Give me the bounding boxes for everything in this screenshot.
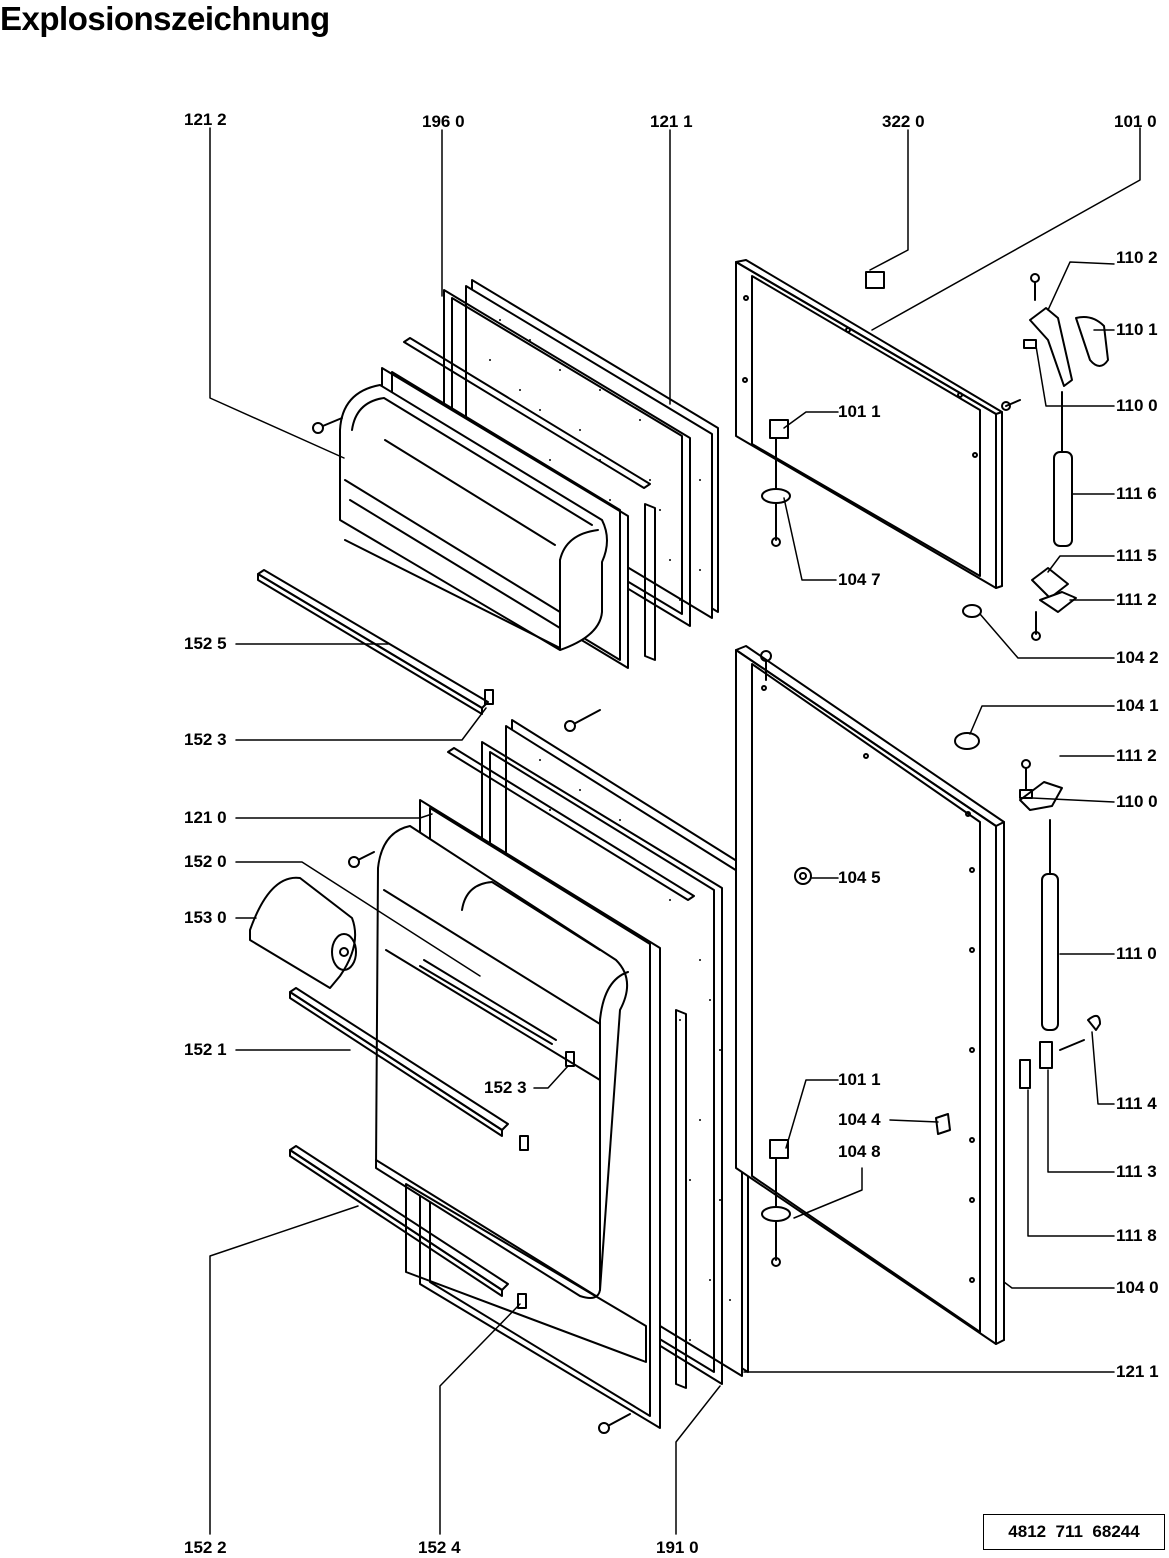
rating-label-plate (865, 271, 885, 289)
upper-door-stop (962, 604, 982, 618)
label-104-8: 104 8 (838, 1142, 881, 1161)
upper-top-shelf-bar (403, 337, 651, 489)
lower-door-shelf-box (375, 825, 629, 1299)
upper-door-shelf-box (339, 384, 608, 651)
upper-outer-door-frame (735, 259, 1003, 589)
label-322-0: 322 0 (882, 112, 925, 131)
label-111-5: 111 5 (1116, 546, 1157, 565)
rail-clip-upper (484, 689, 494, 705)
lower-liner-screw-bottom (598, 1413, 631, 1434)
label-111-8: 111 8 (1116, 1226, 1157, 1245)
rail-clip-bottom (517, 1293, 527, 1309)
lower-liner-screw-left (348, 851, 375, 868)
label-152-3-mid: 152 3 (484, 1078, 527, 1097)
butter-compartment (249, 876, 357, 989)
label-101-0: 101 0 (1114, 112, 1157, 131)
label-121-2-top: 121 2 (184, 110, 227, 129)
label-191-0: 191 0 (656, 1538, 699, 1557)
middle-hinge-assembly (1019, 759, 1063, 1031)
document-number: 4812 711 68244 (1008, 1522, 1140, 1541)
lower-bottom-bin (405, 1183, 647, 1363)
label-152-3-left: 152 3 (184, 730, 227, 749)
label-104-1: 104 1 (1116, 696, 1159, 715)
label-104-5: 104 5 (838, 868, 881, 887)
label-152-1: 152 1 (184, 1040, 227, 1059)
label-111-3: 111 3 (1116, 1162, 1157, 1181)
label-101-1-bottom: 101 1 (838, 1070, 881, 1089)
label-121-1-top: 121 1 (650, 112, 693, 131)
label-110-1: 110 1 (1116, 320, 1158, 339)
label-196-0: 196 0 (422, 112, 465, 131)
label-121-1-bottom: 121 1 (1116, 1362, 1159, 1381)
upper-liner-screw-left (312, 417, 343, 434)
document-number-box: 4812 711 68244 (983, 1514, 1165, 1550)
handle-bracket (935, 1113, 951, 1135)
leader-lines (209, 127, 1141, 1535)
label-153-0: 153 0 (184, 908, 227, 927)
lower-top-shelf-bar (447, 747, 695, 901)
lower-door-top-screw (760, 650, 772, 681)
label-104-0: 104 0 (1116, 1278, 1159, 1297)
label-104-7: 104 7 (838, 570, 881, 589)
page-title: Explosionszeichnung (0, 0, 330, 37)
upper-liner-screw-bottom (564, 709, 601, 732)
upper-hinge-assembly (1001, 273, 1109, 641)
rail-clip-middle (565, 1051, 575, 1067)
label-111-2-mid: 111 2 (1116, 746, 1157, 765)
label-152-5: 152 5 (184, 634, 227, 653)
label-104-4: 104 4 (838, 1110, 881, 1129)
lower-frame-hinge-bracket (761, 1139, 791, 1267)
label-110-2: 110 2 (1116, 248, 1158, 267)
upper-insulation-panel (465, 279, 719, 619)
upper-door-rail (257, 569, 489, 709)
top-plug (954, 732, 980, 750)
label-111-0: 111 0 (1116, 944, 1157, 963)
upper-side-strip (644, 503, 656, 661)
label-104-2: 104 2 (1116, 648, 1159, 667)
label-110-0-top: 110 0 (1116, 396, 1158, 415)
label-111-2-top: 111 2 (1116, 590, 1157, 609)
label-101-1-top: 101 1 (838, 402, 881, 421)
upper-frame-hinge-bracket (761, 419, 791, 547)
lower-side-strip (675, 1009, 687, 1389)
lower-hinge-assembly (1019, 1014, 1101, 1089)
label-152-2: 152 2 (184, 1538, 227, 1557)
label-111-6: 111 6 (1116, 484, 1157, 503)
label-121-0: 121 0 (184, 808, 227, 827)
lower-outer-door-frame (735, 645, 1005, 1345)
handle-plug (794, 867, 812, 885)
label-110-0-mid: 110 0 (1116, 792, 1158, 811)
label-152-0: 152 0 (184, 852, 227, 871)
label-152-4: 152 4 (418, 1538, 461, 1557)
label-111-4: 111 4 (1116, 1094, 1157, 1113)
